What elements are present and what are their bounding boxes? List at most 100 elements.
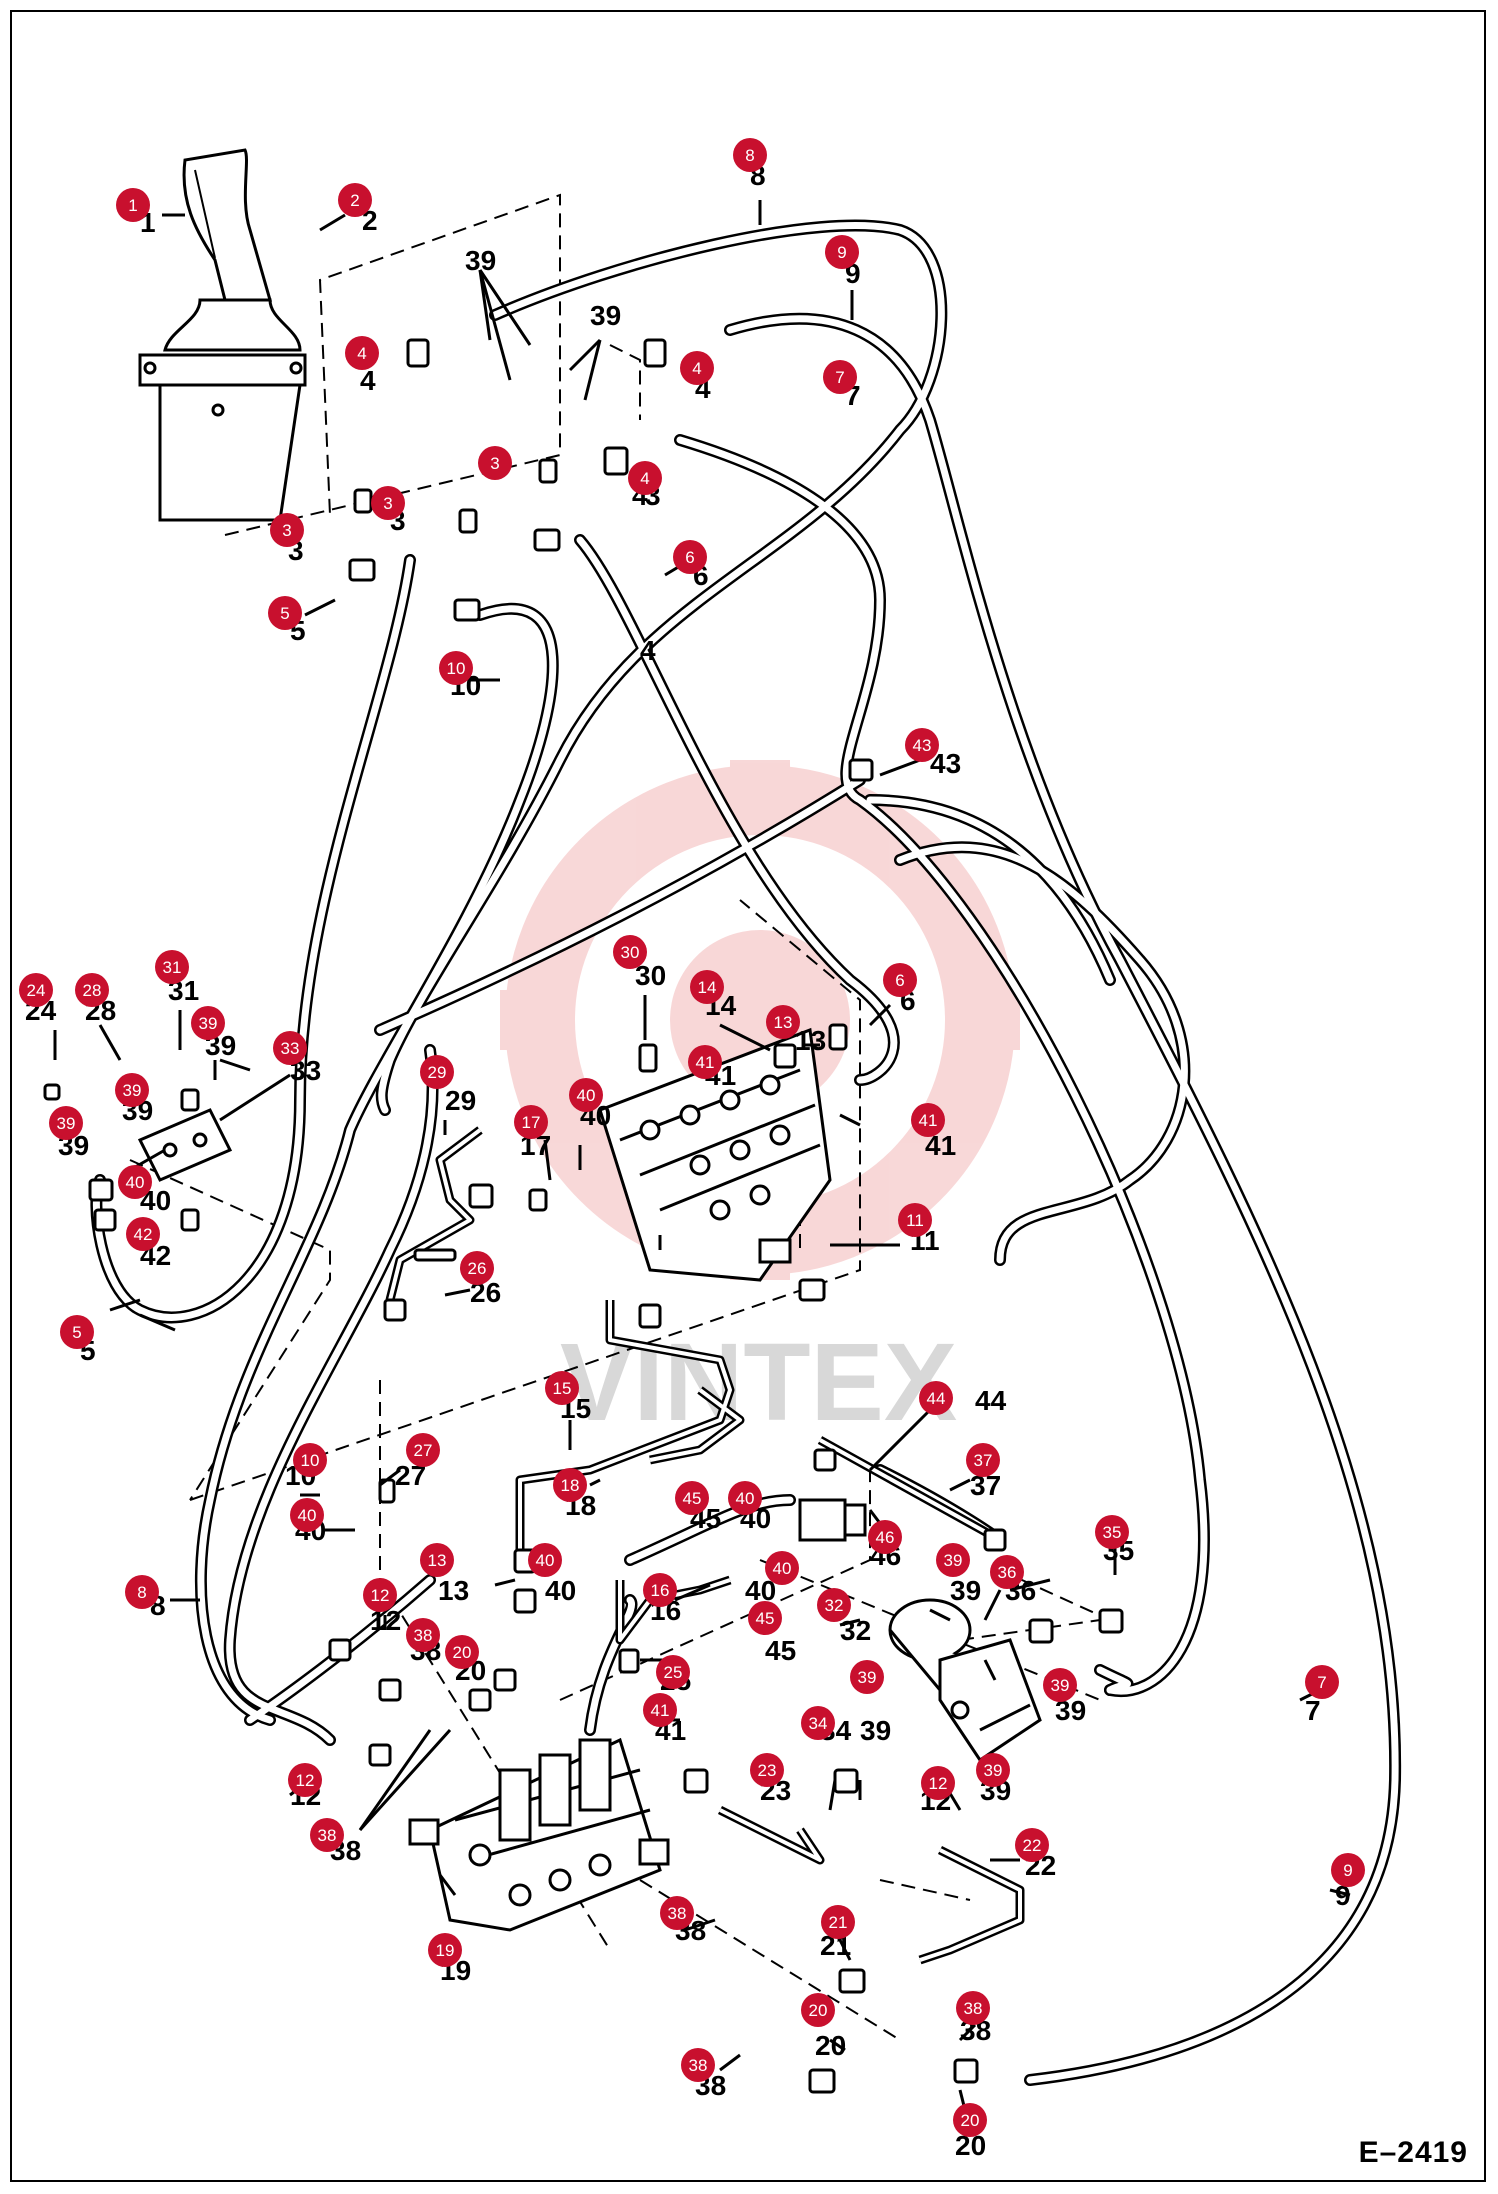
fittings bbox=[43, 338, 1124, 2094]
svg-text:35: 35 bbox=[1103, 1523, 1122, 1542]
callout-badge: 40 bbox=[569, 1078, 603, 1112]
svg-text:39: 39 bbox=[860, 1715, 891, 1746]
callout-badge: 7 bbox=[823, 360, 857, 394]
svg-text:31: 31 bbox=[163, 958, 182, 977]
svg-text:40: 40 bbox=[126, 1173, 145, 1192]
svg-text:7: 7 bbox=[1305, 1695, 1321, 1726]
callout-badge: 17 bbox=[514, 1105, 548, 1139]
svg-text:29: 29 bbox=[445, 1085, 476, 1116]
svg-text:2: 2 bbox=[350, 191, 359, 210]
callout-badge: 15 bbox=[545, 1371, 579, 1405]
svg-text:39: 39 bbox=[1051, 1676, 1070, 1695]
svg-text:4: 4 bbox=[357, 344, 366, 363]
callout-badge: 25 bbox=[656, 1655, 690, 1689]
callout-badge: 45 bbox=[748, 1601, 782, 1635]
callout-badge: 45 bbox=[675, 1481, 709, 1515]
callout-badge: 26 bbox=[460, 1251, 494, 1285]
callout-badge: 35 bbox=[1095, 1515, 1129, 1549]
svg-text:12: 12 bbox=[929, 1774, 948, 1793]
svg-text:4: 4 bbox=[692, 359, 701, 378]
svg-text:3: 3 bbox=[383, 494, 392, 513]
callout-badge: 11 bbox=[898, 1203, 932, 1237]
callout-badge: 40 bbox=[765, 1551, 799, 1585]
callout-badge: 1 bbox=[116, 188, 150, 222]
callout-badge: 41 bbox=[911, 1103, 945, 1137]
svg-text:39: 39 bbox=[950, 1575, 981, 1606]
svg-text:5: 5 bbox=[280, 604, 289, 623]
svg-text:45: 45 bbox=[765, 1635, 796, 1666]
svg-text:36: 36 bbox=[998, 1563, 1017, 1582]
svg-text:4: 4 bbox=[640, 469, 649, 488]
svg-text:39: 39 bbox=[590, 300, 621, 331]
svg-text:20: 20 bbox=[453, 1643, 472, 1662]
callout-badge: 31 bbox=[155, 950, 189, 984]
callout-badge: 6 bbox=[673, 540, 707, 574]
svg-text:46: 46 bbox=[876, 1528, 895, 1547]
svg-text:14: 14 bbox=[698, 978, 717, 997]
svg-text:23: 23 bbox=[758, 1761, 777, 1780]
callout-badge: 5 bbox=[268, 596, 302, 630]
callout-badge: 4 bbox=[345, 336, 379, 370]
svg-text:38: 38 bbox=[414, 1626, 433, 1645]
callout-badge: 20 bbox=[445, 1635, 479, 1669]
callout-badge: 10 bbox=[439, 651, 473, 685]
svg-text:40: 40 bbox=[545, 1575, 576, 1606]
svg-text:3: 3 bbox=[490, 454, 499, 473]
callout-badge: 8 bbox=[125, 1575, 159, 1609]
callout-badge: 24 bbox=[19, 973, 53, 1007]
callout-badge: 40 bbox=[118, 1165, 152, 1199]
callout-badge: 37 bbox=[966, 1443, 1000, 1477]
callout-badge: 39 bbox=[850, 1660, 884, 1694]
callout-badge: 4 bbox=[680, 351, 714, 385]
callout-badge: 38 bbox=[406, 1618, 440, 1652]
svg-text:39: 39 bbox=[57, 1114, 76, 1133]
svg-text:8: 8 bbox=[745, 146, 754, 165]
callout-badge: 28 bbox=[75, 973, 109, 1007]
callout-badge: 9 bbox=[1331, 1853, 1365, 1887]
callout-badge: 4 bbox=[628, 461, 662, 495]
svg-text:40: 40 bbox=[773, 1559, 792, 1578]
svg-text:13: 13 bbox=[774, 1013, 793, 1032]
svg-text:28: 28 bbox=[83, 981, 102, 1000]
svg-text:44: 44 bbox=[927, 1389, 946, 1408]
callout-badge: 39 bbox=[191, 1006, 225, 1040]
callout-badge: 41 bbox=[688, 1045, 722, 1079]
callout-badge: 20 bbox=[801, 1993, 835, 2027]
callout-badge: 33 bbox=[273, 1031, 307, 1065]
svg-text:4: 4 bbox=[360, 365, 376, 396]
callout-badge: 40 bbox=[528, 1543, 562, 1577]
callout-badge: 39 bbox=[936, 1543, 970, 1577]
svg-text:30: 30 bbox=[621, 943, 640, 962]
figure-id: E–2419 bbox=[1358, 2136, 1468, 2169]
callout-badge: 2 bbox=[338, 183, 372, 217]
callout-badge: 12 bbox=[288, 1763, 322, 1797]
svg-text:9: 9 bbox=[1335, 1880, 1351, 1911]
svg-text:34: 34 bbox=[809, 1714, 828, 1733]
svg-text:41: 41 bbox=[919, 1111, 938, 1130]
svg-text:37: 37 bbox=[974, 1451, 993, 1470]
callout-badge: 3 bbox=[371, 486, 405, 520]
svg-text:45: 45 bbox=[683, 1489, 702, 1508]
callout-badge: 7 bbox=[1305, 1665, 1339, 1699]
callout-badge: 12 bbox=[921, 1766, 955, 1800]
svg-text:45: 45 bbox=[756, 1609, 775, 1628]
callout-badge: 13 bbox=[420, 1543, 454, 1577]
steel-tubes-inner bbox=[388, 1128, 1022, 1962]
callout-badge: 6 bbox=[883, 963, 917, 997]
svg-text:20: 20 bbox=[809, 2001, 828, 2020]
callout-badge: 13 bbox=[766, 1005, 800, 1039]
svg-text:4: 4 bbox=[640, 635, 656, 666]
callout-badge: 44 bbox=[919, 1381, 953, 1415]
callout-badge: 8 bbox=[733, 138, 767, 172]
accumulator-32 bbox=[888, 1598, 1042, 1763]
callout-badge: 40 bbox=[728, 1481, 762, 1515]
svg-text:13: 13 bbox=[428, 1551, 447, 1570]
svg-text:42: 42 bbox=[134, 1225, 153, 1244]
svg-text:38: 38 bbox=[668, 1904, 687, 1923]
svg-text:19: 19 bbox=[436, 1941, 455, 1960]
svg-text:20: 20 bbox=[815, 2030, 846, 2061]
svg-text:20: 20 bbox=[961, 2111, 980, 2130]
callout-badge: 41 bbox=[643, 1693, 677, 1727]
svg-text:39: 39 bbox=[123, 1081, 142, 1100]
